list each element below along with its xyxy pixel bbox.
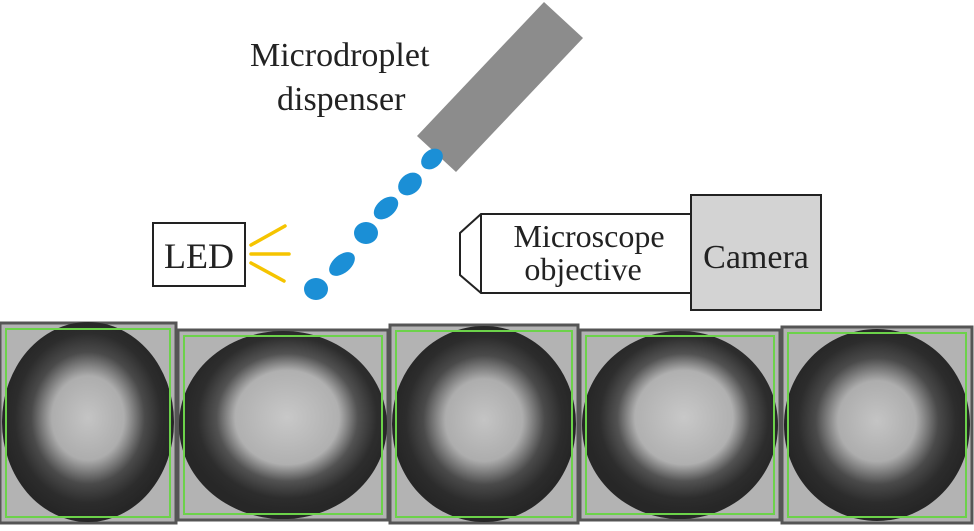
droplet-image — [582, 331, 778, 519]
dispenser-label-line2: dispenser — [277, 81, 406, 118]
droplet-image — [784, 329, 970, 521]
led-ray — [249, 224, 287, 247]
image-frame — [176, 328, 390, 522]
droplet — [398, 172, 422, 196]
droplet — [421, 148, 443, 170]
led-ray — [249, 261, 286, 283]
droplet — [304, 278, 328, 300]
objective-label-line2: objective — [524, 251, 641, 287]
droplet — [373, 196, 399, 220]
roi-box — [395, 330, 573, 518]
dispenser-label-line1: Microdroplet — [250, 37, 430, 74]
droplet-image — [392, 326, 576, 522]
roi-box — [5, 328, 171, 518]
image-frame — [578, 328, 782, 522]
led: LED — [152, 222, 291, 287]
camera: Camera — [690, 194, 822, 311]
image-frame — [388, 323, 580, 525]
droplet — [329, 252, 355, 276]
dispenser-body — [417, 2, 583, 172]
led-label: LED — [164, 236, 234, 276]
droplet — [354, 222, 378, 244]
roi-box — [585, 335, 775, 515]
microdroplet-dispenser — [417, 2, 583, 172]
roi-box — [787, 332, 967, 518]
droplet-stream — [304, 148, 443, 300]
droplet-image — [2, 322, 174, 522]
led-box — [152, 222, 246, 287]
droplet-image-sequence — [0, 321, 974, 525]
microscope-objective: Microscope objective — [459, 213, 692, 294]
objective-label-line1: Microscope — [513, 218, 664, 254]
led-light-rays — [249, 224, 291, 283]
roi-box — [183, 335, 383, 515]
image-frame — [0, 321, 178, 525]
droplet-image — [179, 331, 387, 519]
camera-body — [690, 194, 822, 311]
image-frame — [780, 325, 974, 525]
camera-label: Camera — [703, 239, 809, 276]
